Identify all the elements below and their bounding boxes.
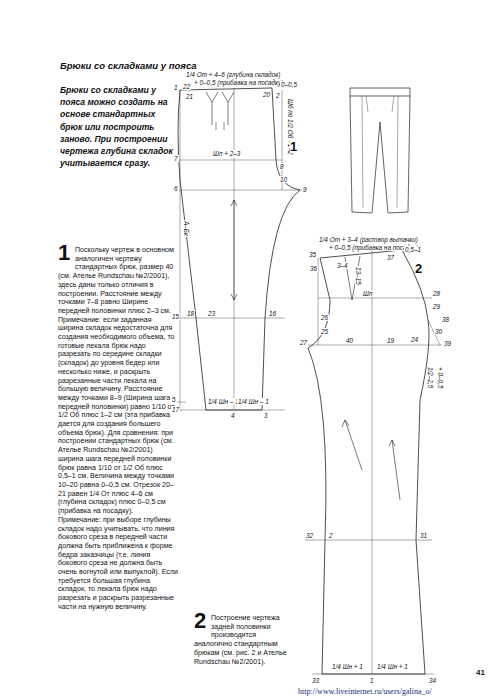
point-label: 1/4 Шн – 1 <box>237 398 270 405</box>
figure-number: 1 <box>290 140 297 153</box>
point-label: 18 <box>186 310 195 317</box>
indent-spacer <box>58 246 75 272</box>
point-label: 4 <box>230 412 236 419</box>
point-label: 1/4 Шн + 1 <box>376 663 409 670</box>
point-label: + 0–0,5 (прибавка на посадку) <box>193 79 284 86</box>
point-label: 37 <box>386 254 395 261</box>
point-label: 29 <box>432 303 441 310</box>
point-label: 30 <box>434 328 443 335</box>
point-label: 1/4 От + 3–4 (раствор вытачки) <box>318 236 419 243</box>
point-label: 0,5–1 <box>404 246 422 253</box>
page-title: Брюки со складками у пояса <box>60 60 197 71</box>
point-label: 0–0,5 <box>280 81 298 88</box>
point-label: 28 <box>432 290 441 297</box>
point-label: 24 <box>410 336 419 343</box>
point-label: 21 <box>185 93 194 100</box>
point-label: 25 <box>320 328 329 335</box>
trousers-sketch <box>350 88 410 213</box>
body-text: Построение чертежа задней половинки прои… <box>194 614 287 666</box>
point-label: 9 <box>302 186 308 193</box>
point-label: 8 <box>279 163 285 170</box>
section-number: 1 <box>58 242 70 264</box>
point-label: 1/4 От + 4–6 (глубина складок) <box>185 71 281 78</box>
text-column: Построение чертежа задней половинки прои… <box>194 614 294 666</box>
dimension-label: + 0–0,5 <box>437 366 444 390</box>
text-column: Поскольку чертеж в основном аналогичен ч… <box>58 246 178 612</box>
point-label: 2 <box>328 532 334 539</box>
point-label: 6 <box>173 185 179 192</box>
point-label: 19 <box>386 337 395 344</box>
dimension-label: 13–15 <box>355 266 362 286</box>
point-label: 3 <box>263 412 269 419</box>
point-label: 1/4 Шн – 1 <box>207 398 240 405</box>
point-label: 15 <box>171 313 180 320</box>
point-label: 34 <box>428 677 437 684</box>
point-label: 33 <box>311 677 320 684</box>
point-label: 27 <box>299 339 308 346</box>
body-text: Поскольку чертеж в основном аналогичен ч… <box>58 246 178 611</box>
point-label: 10 <box>279 176 288 183</box>
point-label: 36 <box>309 265 318 272</box>
back-pattern <box>305 250 442 674</box>
point-label: 32 <box>305 532 314 539</box>
point-label: 16 <box>268 310 277 317</box>
point-label: 40 <box>345 337 354 344</box>
point-label: 1 <box>369 677 375 684</box>
point-label: 38 <box>441 316 450 323</box>
point-label: 3–4 <box>336 262 349 269</box>
point-label: Шп <box>362 290 373 297</box>
intro-text: Брюки со складками у пояса можно создать… <box>60 84 178 169</box>
dimension-label: 1/2–2,5 <box>427 366 434 389</box>
indent-spacer <box>194 614 211 640</box>
point-label: 17 <box>171 406 180 413</box>
section-number: 2 <box>194 610 206 632</box>
point-label: 23 <box>207 310 216 317</box>
point-label: 39 <box>443 340 452 347</box>
page-number: 41 <box>476 668 485 677</box>
front-pattern <box>176 88 302 412</box>
point-label: 22 <box>182 83 191 90</box>
point-label: 35 <box>308 251 317 258</box>
point-label: 26 <box>320 314 329 321</box>
point-label: 1/4 Шн + 1 <box>331 663 364 670</box>
point-label: 5 <box>171 396 177 403</box>
point-label: 1 <box>173 84 179 91</box>
dimension-label: А–Бк <box>183 220 190 237</box>
point-label: 20 <box>262 91 271 98</box>
watermark: http://www.liveinternet.ru/users/galina_… <box>298 687 432 696</box>
point-label: 31 <box>419 532 428 539</box>
point-label: Шп + 2–3 <box>212 150 241 157</box>
point-label: 2 <box>275 92 281 99</box>
point-label: 7 <box>173 155 179 162</box>
figure-number: 2 <box>415 262 422 275</box>
